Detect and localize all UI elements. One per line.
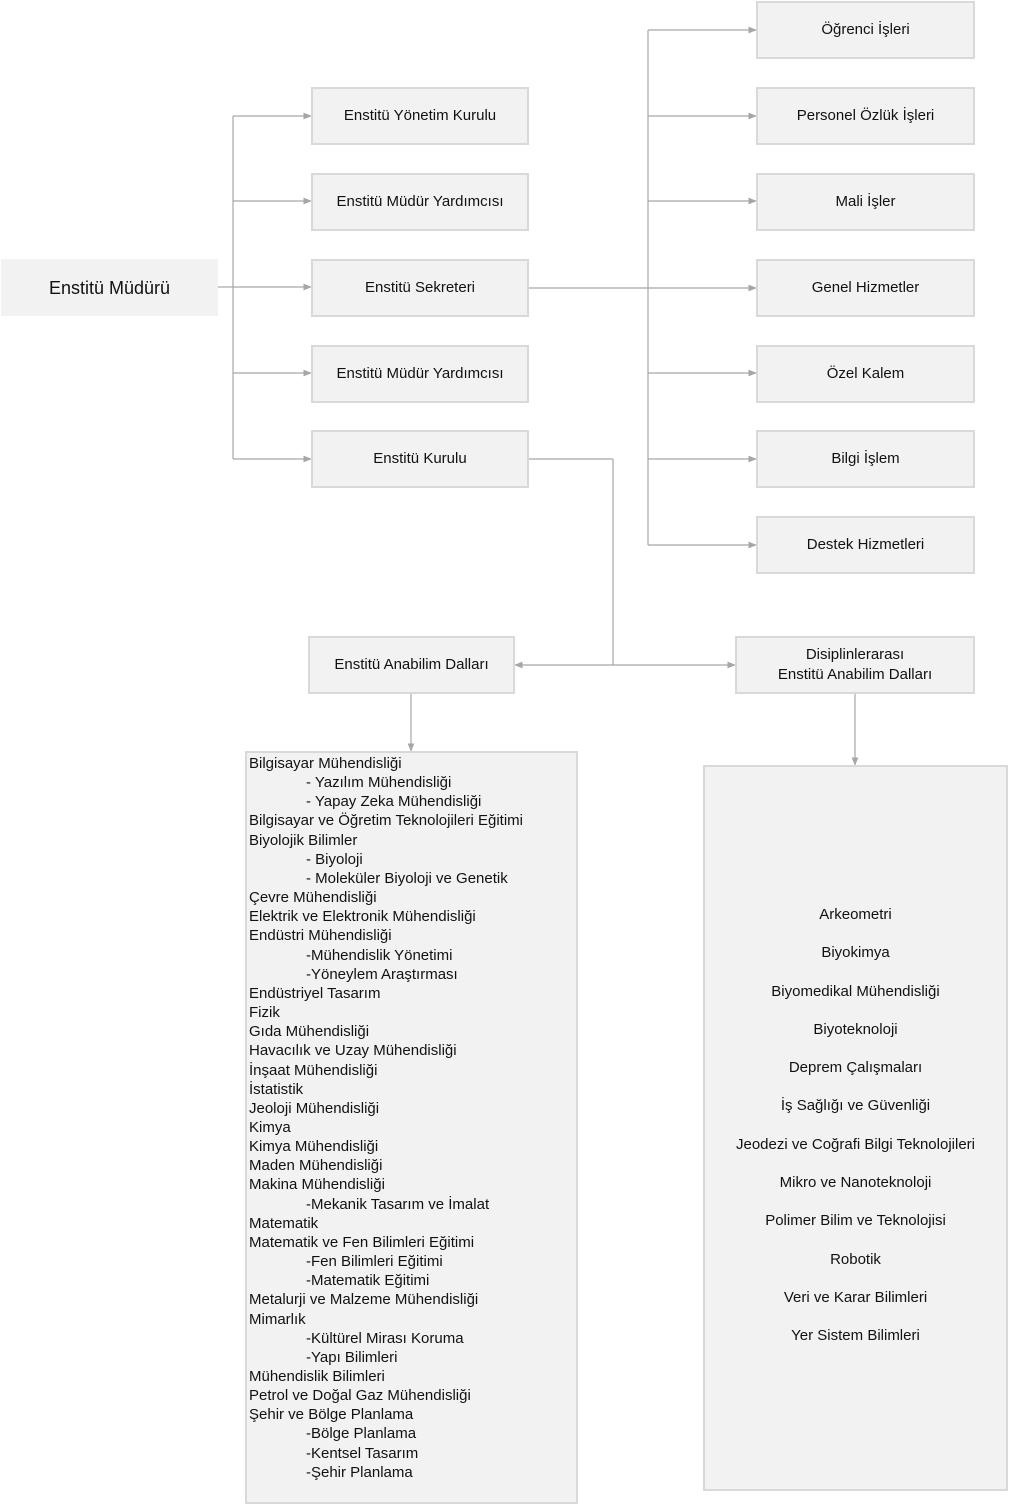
box-mali-isler: Mali İşler [756,173,975,231]
box-mudur-yardimcisi-1: Enstitü Müdür Yardımcısı [311,173,529,231]
department-sub-item: -Yapı Bilimleri [306,1348,398,1366]
department-sub-item: -Matematik Eğitimi [306,1272,430,1290]
box-sekreter: Enstitü Sekreteri [311,259,529,317]
department-sub-item: -Mekanik Tasarım ve İmalat [306,1195,490,1213]
root-director-box: Enstitü Müdürü [1,259,218,316]
department-item: Gıda Mühendisliği [249,1023,370,1041]
department-item: Şehir ve Bölge Planlama [249,1406,414,1424]
department-item: Makina Mühendisliği [249,1176,385,1194]
label-disiplinlerarasi-line1: Disiplinlerarası [805,646,905,663]
interdisciplinary-item: Arkeometri [819,906,892,923]
label-genel-hizmetler: Genel Hizmetler [811,279,920,296]
interdisciplinary-item: Veri ve Karar Bilimleri [783,1288,928,1306]
department-sub-item: -Fen Bilimleri Eğitimi [306,1253,443,1271]
label-disiplinlerarasi-line2: Enstitü Anabilim Dalları [777,666,933,683]
interdisciplinary-item: İş Sağlığı ve Güvenliği [780,1097,931,1115]
box-personel-ozluk: Personel Özlük İşleri [756,87,975,145]
interdisciplinary-item: Deprem Çalışmaları [788,1059,923,1077]
box-genel-hizmetler: Genel Hizmetler [756,259,975,317]
label-personel-ozluk: Personel Özlük İşleri [796,107,935,124]
department-item: Fizik [249,1004,280,1022]
label-ogrenci-isleri: Öğrenci İşleri [821,21,910,38]
interdisciplinary-item: Mikro ve Nanoteknoloji [779,1174,932,1192]
departments-list-box: Bilgisayar Mühendisliği - Yazılım Mühendi… [245,751,578,1504]
department-sub-item: - Biyoloji [306,850,363,868]
department-sub-item: -Kentsel Tasarım [306,1444,419,1462]
label-yonetim-kurulu: Enstitü Yönetim Kurulu [343,107,497,124]
box-ozel-kalem: Özel Kalem [756,345,975,403]
department-item: Bilgisayar ve Öğretim Teknolojileri Eğit… [249,812,523,830]
department-item: Çevre Mühendisliği [249,889,377,907]
box-kurul: Enstitü Kurulu [311,430,529,488]
department-item: Maden Mühendisliği [249,1157,383,1175]
interdisciplinary-item: Yer Sistem Bilimleri [791,1327,920,1345]
department-item: Mühendislik Bilimleri [249,1368,385,1385]
label-sekreter: Enstitü Sekreteri [364,279,476,296]
department-sub-item: -Bölge Planlama [306,1425,417,1443]
department-item: Endüstriyel Tasarım [249,984,381,1002]
department-sub-item: -Şehir Planlama [306,1463,413,1481]
root-director-label: Enstitü Müdürü [48,277,171,298]
label-ozel-kalem: Özel Kalem [826,365,905,382]
department-item: Biyolojik Bilimler [249,831,358,849]
box-ogrenci-isleri: Öğrenci İşleri [756,1,975,59]
department-sub-item: -Mühendislik Yönetimi [306,946,453,964]
department-item: Matematik [249,1214,319,1232]
department-item: Bilgisayar Mühendisliği [249,755,402,772]
interdisciplinary-item: Jeodezi ve Coğrafi Bilgi Teknolojileri [735,1135,975,1153]
box-anabilim-dallari: Enstitü Anabilim Dalları [308,636,515,694]
label-anabilim-dallari: Enstitü Anabilim Dalları [334,656,489,673]
department-item: Kimya Mühendisliği [249,1138,379,1156]
department-sub-item: - Yapay Zeka Mühendisliği [306,793,482,811]
department-sub-item: - Yazılım Mühendisliği [306,774,452,792]
department-item: Mimarlık [249,1310,306,1328]
department-item: Kimya [249,1118,291,1136]
department-item: Metalurji ve Malzeme Mühendisliği [249,1291,479,1309]
interdisciplinary-item: Biyomedikal Mühendisliği [771,982,940,1000]
department-sub-item: -Kültürel Mirası Koruma [306,1329,464,1347]
label-destek-hizmetleri: Destek Hizmetleri [806,536,925,553]
box-mudur-yardimcisi-2: Enstitü Müdür Yardımcısı [311,345,529,403]
department-sub-item: - Moleküler Biyoloji ve Genetik [306,869,508,887]
box-disiplinlerarasi: Disiplinlerarası Enstitü Anabilim Dallar… [735,636,975,694]
department-item: Havacılık ve Uzay Mühendisliği [249,1042,457,1060]
label-kurul: Enstitü Kurulu [373,450,467,467]
interdisciplinary-item: Polimer Bilim ve Teknolojisi [765,1212,946,1230]
box-yonetim-kurulu: Enstitü Yönetim Kurulu [311,87,529,145]
box-destek-hizmetleri: Destek Hizmetleri [756,516,975,574]
department-item: İstatistik [249,1080,304,1098]
department-sub-item: -Yöneylem Araştırması [306,965,458,983]
label-bilgi-islem: Bilgi İşlem [831,450,900,467]
department-item: Jeoloji Mühendisliği [249,1099,380,1117]
department-item: Petrol ve Doğal Gaz Mühendisliği [249,1387,471,1405]
interdisciplinary-item: Biyoteknoloji [813,1020,898,1038]
department-item: Matematik ve Fen Bilimleri Eğitimi [249,1233,475,1251]
departments-list: Bilgisayar Mühendisliği - Yazılım Mühendi… [249,754,579,1482]
label-mali-isler: Mali İşler [835,193,896,210]
label-mudur-yardimcisi-2: Enstitü Müdür Yardımcısı [336,365,504,382]
department-item: Endüstri Mühendisliği [249,927,392,945]
box-bilgi-islem: Bilgi İşlem [756,430,975,488]
label-mudur-yardimcisi-1: Enstitü Müdür Yardımcısı [336,193,504,210]
interdisciplinary-item: Robotik [830,1250,881,1268]
department-item: Elektrik ve Elektronik Mühendisliği [249,908,476,926]
interdisciplinary-item: Biyokimya [821,944,890,962]
department-item: İnşaat Mühendisliği [249,1061,378,1079]
